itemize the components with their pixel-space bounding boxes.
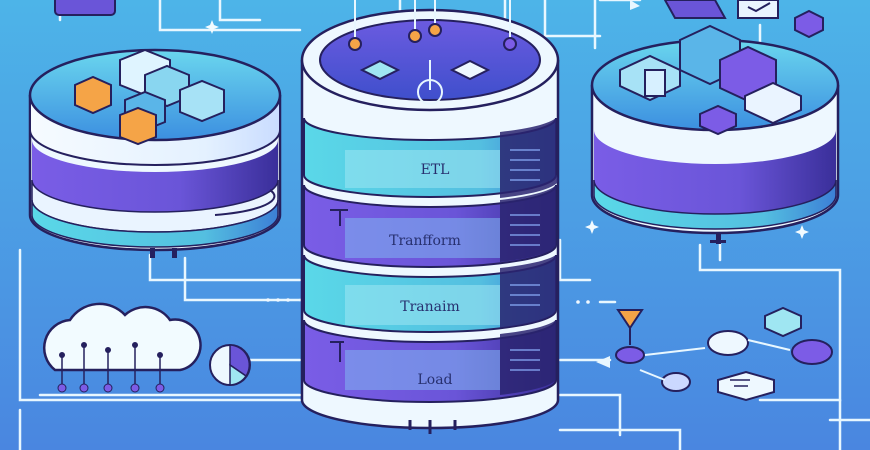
pie-chart-icon <box>209 344 251 386</box>
left-cube-icons <box>74 48 225 146</box>
top-left-cube-icon <box>54 0 116 16</box>
document-icon <box>663 0 824 39</box>
filter-icon <box>330 341 344 362</box>
filter-icon <box>330 209 348 226</box>
funnel-icon <box>615 309 645 364</box>
transform-label: Tranfform <box>389 233 461 249</box>
server-vent-lines <box>510 149 540 371</box>
arrow-right-icon <box>596 356 610 368</box>
flow-lines <box>639 339 791 381</box>
center-top-icons <box>348 0 517 105</box>
transaim-label: Tranaim <box>400 299 460 315</box>
right-block-icons <box>619 24 802 136</box>
connector-lines <box>18 0 870 450</box>
etl-label: ETL <box>420 162 450 178</box>
dotted-connector <box>266 298 590 304</box>
load-label: Load <box>417 372 453 388</box>
cube-icons <box>661 306 833 402</box>
cloud-icon <box>42 302 202 393</box>
arrow-icon <box>630 0 640 10</box>
